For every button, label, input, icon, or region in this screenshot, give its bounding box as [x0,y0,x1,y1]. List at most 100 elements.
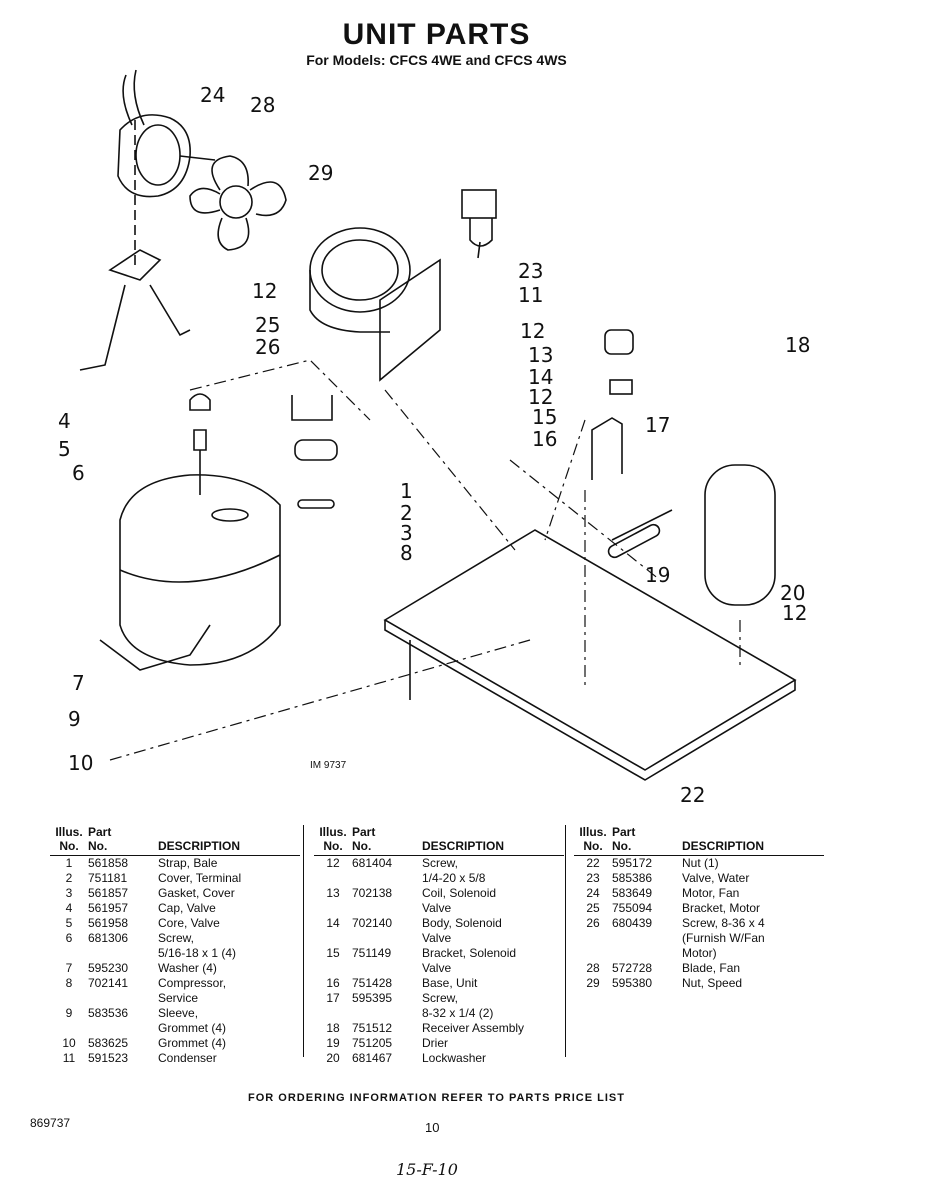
callout-26: 26 [255,335,280,359]
part-number: 583536 [88,1006,129,1020]
part-header: Part [612,825,636,839]
part-description: (Furnish W/Fan [682,931,765,945]
table-row: 5/16-18 x 1 (4) [50,946,300,961]
illus-number [314,1006,352,1021]
callout-18: 18 [785,333,810,357]
illus-number: 8 [65,976,73,990]
part-description: Screw, [422,991,459,1005]
part-description: Grommet (4) [158,1021,227,1035]
part-description: Receiver Assembly [422,1021,525,1035]
callout-5: 5 [58,437,71,461]
water-valve-drawing [461,189,497,259]
illus-header: Illus. [319,825,347,839]
part-number [352,901,422,916]
table-row: Service [50,991,300,1006]
part-number: 595395 [352,991,393,1005]
header-rule [574,855,824,856]
callout-17: 17 [645,413,670,437]
table-header: Illus. No. Part No. DESCRIPTION [314,825,564,853]
part-number: 751149 [352,946,392,960]
callout-15: 15 [532,405,557,429]
part-description: 1/4-20 x 5/8 [422,871,486,885]
figure-id: IM 9737 [310,760,347,771]
description-header: DESCRIPTION [682,839,765,853]
part-number [88,946,158,961]
table-row: (Furnish W/Fan [574,931,824,946]
terminal-cover-drawing [291,395,338,509]
part-description: Valve [422,961,452,975]
part-description: Screw, [422,856,459,870]
illus-number [50,946,88,961]
part-description: Sleeve, [158,1006,199,1020]
callout-12b: 12 [520,319,545,343]
illus-number [314,901,352,916]
part-number: 561958 [88,916,129,930]
illus-number: 26 [586,916,600,930]
table-row: 1/4-20 x 5/8 [314,871,564,886]
part-description: Motor) [682,946,717,960]
illus-header: Illus. [55,825,83,839]
part-description: Valve [422,931,452,945]
part-number [612,946,682,961]
document-number: 869737 [30,1116,71,1130]
illus-number [574,946,612,961]
part-description: Base, Unit [422,976,478,990]
part-no-header: No. [612,839,632,853]
illus-number: 19 [326,1036,340,1050]
illus-no-header: No. [583,839,603,853]
callout-12d: 12 [782,601,807,625]
part-number: 755094 [612,901,653,915]
part-description: Lockwasher [422,1051,487,1065]
callout-14: 14 [528,365,553,389]
part-number: 681306 [88,931,129,945]
part-description: Coil, Solenoid [422,886,497,900]
part-description: Valve, Water [682,871,750,885]
part-number: 561957 [88,901,129,915]
illus-number: 5 [65,916,73,930]
illus-number: 25 [586,901,600,915]
part-number [88,1021,158,1036]
table-header: Illus. No. Part No. DESCRIPTION [574,825,824,853]
part-description: 5/16-18 x 1 (4) [158,946,237,960]
part-number: 595172 [612,856,653,870]
condenser-drawing [309,227,441,382]
part-description: Core, Valve [158,916,220,930]
illus-number: 1 [65,856,73,870]
part-description: Grommet (4) [158,1036,227,1050]
callout-1: 1 [400,479,413,503]
part-number: 561857 [88,886,129,900]
callout-12a: 12 [252,279,277,303]
fan-motor-drawing [117,69,216,198]
callout-20: 20 [780,581,805,605]
callout-10: 10 [68,751,93,775]
receiver-assembly-drawing [607,464,776,606]
part-number [612,931,682,946]
callout-19: 19 [645,563,670,587]
callout-8: 8 [400,541,413,565]
part-number: 595230 [88,961,129,975]
illus-number [574,931,612,946]
part-number: 572728 [612,961,653,975]
table-row: Valve [314,901,564,916]
part-number: 751205 [352,1036,393,1050]
illus-number [314,961,352,976]
illus-no-header: No. [323,839,343,853]
callout-2: 2 [400,501,413,525]
part-number: 583649 [612,886,653,900]
compressor-drawing [99,474,281,671]
part-header: Part [88,825,112,839]
